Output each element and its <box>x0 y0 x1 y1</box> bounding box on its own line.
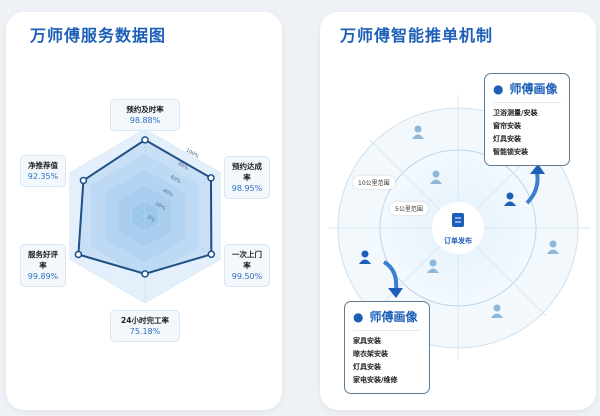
radar-chart: 0%20%40%60%80%100% <box>69 128 221 304</box>
technician-icon <box>359 250 371 264</box>
profile-title: 师傅画像 <box>369 310 418 324</box>
profile-title: 师傅画像 <box>509 82 558 96</box>
ring-label-5km: 5公里范围 <box>390 202 428 215</box>
profile-card-bottom: ● 师傅画像 家具安装 晾衣架安装 灯具安装 家电安装/维修 <box>344 301 430 394</box>
profile-item: 灯具安装 <box>493 135 521 143</box>
tick-label: 40% <box>161 188 174 199</box>
tick-label: 0% <box>146 215 156 224</box>
arrow-up <box>525 171 540 205</box>
technician-icon <box>547 240 559 254</box>
radar-axis <box>144 215 221 260</box>
data-point <box>207 250 216 259</box>
data-point <box>141 270 149 278</box>
profile-card-top: ● 师傅画像 卫浴测量/安装 窗帘安装 灯具安装 智能锁安装 <box>484 73 570 166</box>
data-point <box>207 174 215 182</box>
profile-item: 卫浴测量/安装 <box>493 109 538 117</box>
technician-icon <box>491 304 503 318</box>
tick-label: 60% <box>169 174 182 185</box>
technician-icon <box>430 170 442 184</box>
radar-axis <box>69 215 146 260</box>
profile-item: 窗帘安装 <box>493 122 521 130</box>
data-point <box>74 250 83 259</box>
technician-icon <box>427 259 439 273</box>
profile-item: 家电安装/维修 <box>353 376 398 384</box>
profile-item: 晾衣架安装 <box>353 350 388 358</box>
clipboard-icon <box>452 213 464 227</box>
data-point <box>141 136 149 144</box>
technician-icon <box>504 192 516 206</box>
center-node <box>432 202 484 254</box>
left-title: 万师傅服务数据图 <box>30 26 167 45</box>
user-icon: ● <box>353 309 364 324</box>
data-point <box>79 176 88 185</box>
tick-label: 80% <box>177 161 190 172</box>
profile-item: 家具安装 <box>353 337 381 345</box>
ring-label-10km: 10公里范围 <box>353 176 395 189</box>
right-title: 万师傅智能推单机制 <box>340 26 494 45</box>
arrow-down <box>382 260 399 291</box>
center-label: 订单发布 <box>444 237 472 245</box>
profile-item: 智能锁安装 <box>493 148 528 156</box>
technician-icon <box>412 125 424 139</box>
user-icon: ● <box>493 81 504 96</box>
tick-label: 20% <box>154 201 167 212</box>
profile-item: 灯具安装 <box>353 363 381 371</box>
